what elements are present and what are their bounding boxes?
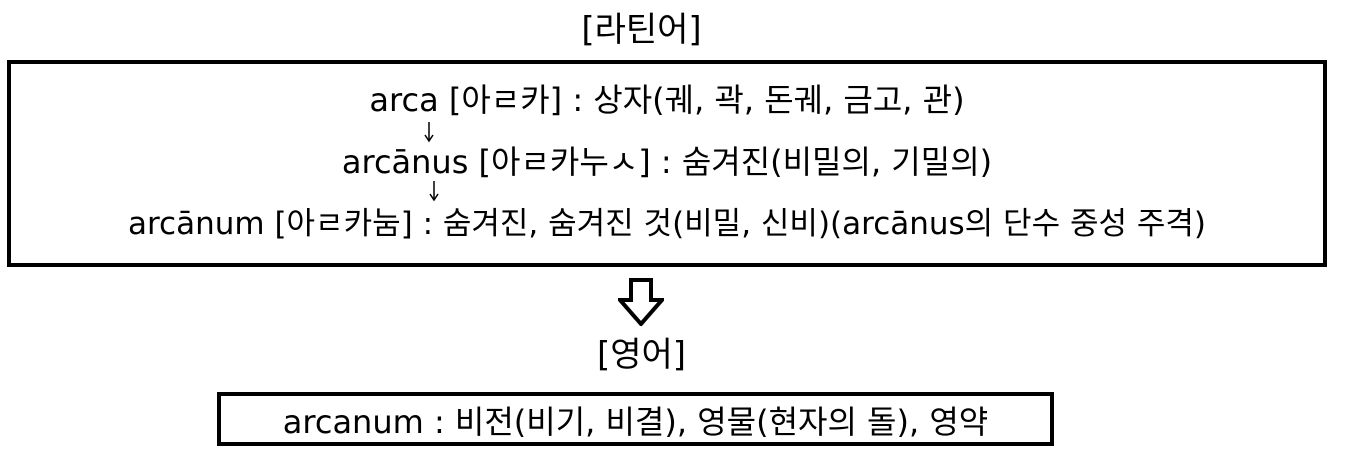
latin-line-arcanum: arcānum [아ㄹ카눔] : 숨겨진, 숨겨진 것(비밀, 신비)(arcā… bbox=[128, 206, 1206, 242]
english-line-arcanum: arcanum : 비전(비기, 비결), 영물(현자의 돌), 영약 bbox=[282, 403, 989, 441]
latin-heading: [라틴어] bbox=[581, 10, 702, 50]
derivation-arrow-icon bbox=[429, 181, 439, 202]
english-box: arcanum : 비전(비기, 비결), 영물(현자의 돌), 영약 bbox=[217, 392, 1054, 446]
latin-box: arca [아ㄹ카] : 상자(궤, 곽, 돈궤, 금고, 관) arcānus… bbox=[7, 60, 1327, 267]
derivation-arrow-icon bbox=[424, 122, 434, 143]
latin-line-arca: arca [아ㄹ카] : 상자(궤, 곽, 돈궤, 금고, 관) bbox=[369, 81, 965, 119]
down-arrow-icon bbox=[618, 278, 664, 326]
english-heading: [영어] bbox=[596, 335, 687, 375]
latin-line-arcanus: arcānus [아ㄹ카누ㅅ] : 숨겨진(비밀의, 기밀의) bbox=[341, 143, 993, 181]
